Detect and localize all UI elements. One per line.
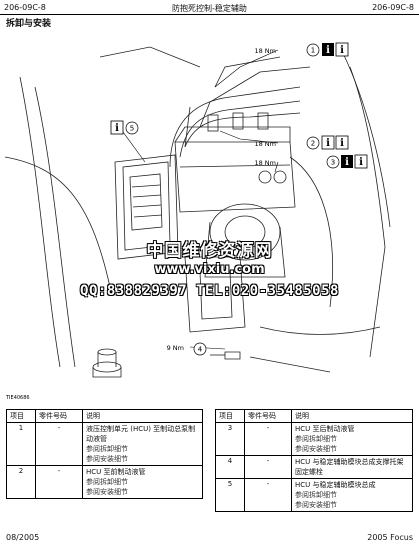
header-left: 206-09C-8 (4, 3, 46, 12)
footer-model: 2005 Focus (367, 533, 413, 542)
torque-label-1: 18 Nm (254, 47, 276, 55)
watermark-line-3: QQ:838829397 TEL:020-35485058 (80, 283, 339, 299)
table-row: 4 - HCU 与稳定辅助模块总成支撑托架固定螺栓 (215, 455, 413, 479)
table-row: 3 - HCU 至后制动液管参阅拆卸细节参阅安装细节 (215, 422, 413, 456)
callout-4: 4 (198, 346, 203, 354)
page-header: 206-09C-8 防抱死控制-稳定辅助 206-09C-8 (0, 0, 419, 15)
parts-table-right: 项目 零件号码 说明 3 - HCU 至后制动液管参阅拆卸细节参阅安装细节 4 … (215, 409, 413, 512)
svg-text:i: i (326, 138, 330, 149)
svg-text:i: i (359, 157, 363, 168)
col-item: 项目 (6, 409, 36, 423)
col-desc: 说明 (291, 409, 413, 423)
header-right: 206-09C-8 (372, 3, 414, 12)
header-center: 防抱死控制-稳定辅助 (172, 4, 247, 13)
svg-text:i: i (340, 45, 344, 56)
callout-1: 1 (311, 47, 315, 55)
watermark-line-1: 中国维修资源网 (146, 241, 273, 261)
info-icon: i (321, 135, 335, 150)
svg-text:i: i (326, 45, 330, 56)
section-title: 拆卸与安装 (6, 19, 52, 29)
footer-date: 08/2005 (6, 533, 40, 542)
info-icon: i (322, 43, 334, 56)
col-part-no: 零件号码 (244, 409, 292, 423)
svg-text:i: i (340, 138, 344, 149)
info-icon: i (335, 135, 349, 150)
col-desc: 说明 (82, 409, 203, 423)
torque-label-4: 9 Nm (167, 344, 184, 352)
svg-text:i: i (115, 123, 119, 134)
info-icon: i (335, 42, 349, 57)
info-icon: i (354, 154, 368, 169)
parts-table-left: 项目 零件号码 说明 1 - 液压控制单元 (HCU) 至制动总泵制动液管参阅拆… (6, 409, 203, 499)
callout-5: 5 (130, 125, 134, 133)
torque-label-2: 18 Nm (254, 140, 276, 148)
col-part-no: 零件号码 (35, 409, 83, 423)
col-item: 项目 (215, 409, 245, 423)
info-icon: i (110, 120, 124, 135)
table-row: 1 - 液压控制单元 (HCU) 至制动总泵制动液管参阅拆卸细节参阅安装细节 (6, 422, 203, 466)
exploded-diagram: 18 Nm 18 Nm 18 Nm 9 Nm TIE40686 1 2 3 4 … (4, 42, 391, 401)
callout-2: 2 (311, 140, 315, 148)
torque-label-3: 18 Nm (254, 159, 276, 167)
info-icon: i (341, 155, 353, 168)
table-row: 2 - HCU 至前制动液管参阅拆卸细节参阅安装细节 (6, 465, 203, 499)
watermark-line-2: www.vixiu.com (154, 262, 265, 277)
table-row: 5 - HCU 与稳定辅助模块总成参阅拆卸细节参阅安装细节 (215, 478, 413, 512)
figure-code: TIE40686 (5, 395, 30, 401)
svg-text:i: i (345, 157, 349, 168)
callout-3: 3 (331, 159, 335, 167)
